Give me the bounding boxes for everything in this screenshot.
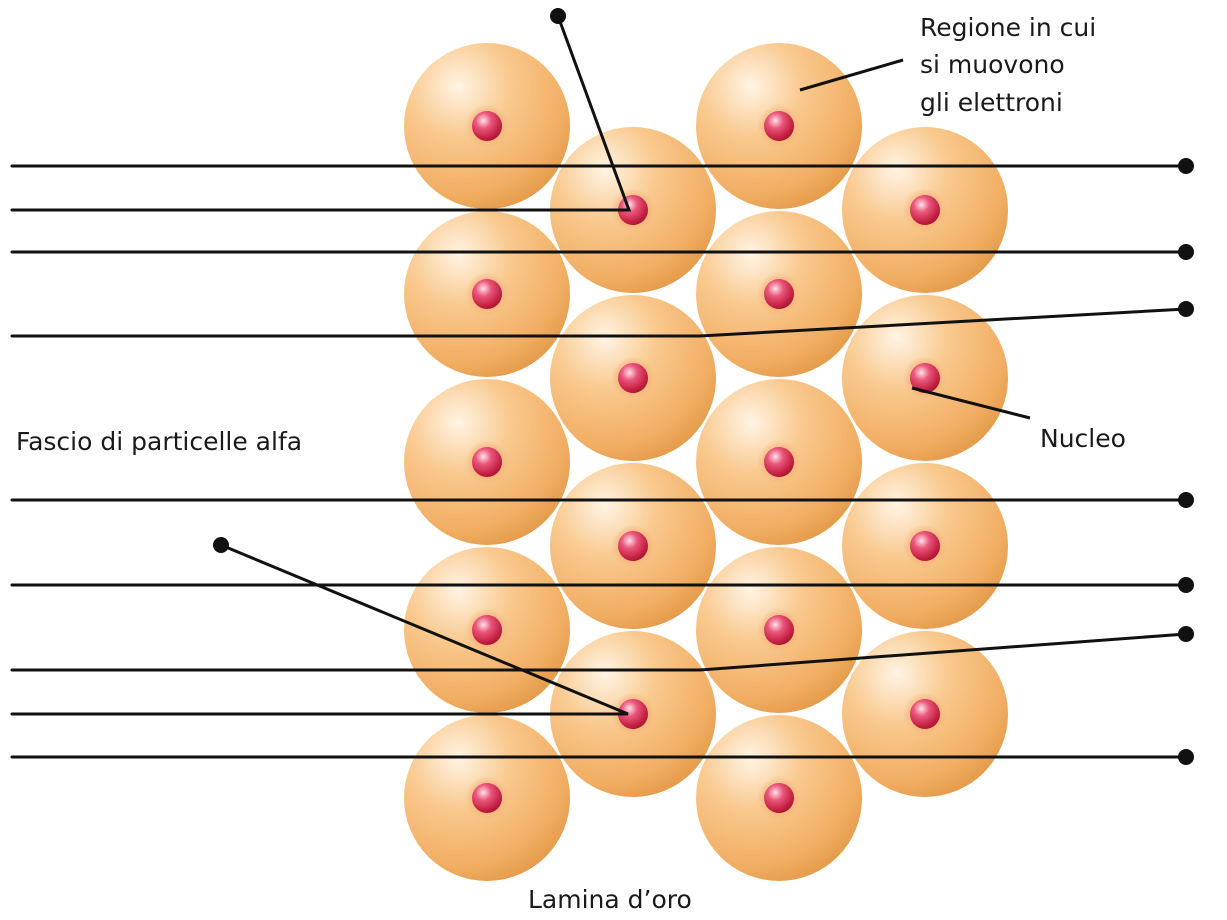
- gold-atom: [404, 379, 570, 545]
- label-electron-region: Regione in cui si muovono gli elettroni: [920, 13, 1096, 117]
- gold-atom: [696, 211, 862, 377]
- label-gold-foil: Lamina d’oro: [528, 885, 692, 914]
- particle-endpoint-dot: [550, 8, 566, 24]
- gold-atom: [550, 463, 716, 629]
- particle-endpoint-dot: [213, 537, 229, 553]
- gold-foil-atoms: [404, 43, 1008, 881]
- gold-atom: [696, 379, 862, 545]
- particle-endpoint-dot: [1178, 626, 1194, 642]
- label-nucleus: Nucleo: [1040, 424, 1126, 453]
- particle-endpoint-dot: [1178, 492, 1194, 508]
- nucleus: [764, 111, 794, 141]
- gold-atom: [696, 43, 862, 209]
- nucleus: [764, 279, 794, 309]
- gold-atom: [842, 463, 1008, 629]
- gold-atom: [404, 715, 570, 881]
- gold-atom: [404, 211, 570, 377]
- particle-endpoint-dot: [1178, 749, 1194, 765]
- nucleus: [472, 447, 502, 477]
- label-electron-region-line3: gli elettroni: [920, 88, 1063, 117]
- particle-endpoint-dot: [1178, 244, 1194, 260]
- nucleus: [472, 615, 502, 645]
- particle-endpoint-dot: [1178, 158, 1194, 174]
- nucleus: [764, 447, 794, 477]
- gold-atom: [404, 43, 570, 209]
- gold-atom: [550, 295, 716, 461]
- nucleus: [472, 111, 502, 141]
- gold-atom: [696, 715, 862, 881]
- label-alpha-beam: Fascio di particelle alfa: [16, 427, 302, 456]
- nucleus: [472, 783, 502, 813]
- nucleus: [910, 195, 940, 225]
- label-electron-region-line2: si muovono: [920, 50, 1065, 79]
- gold-atom: [696, 547, 862, 713]
- nucleus: [910, 531, 940, 561]
- nucleus: [618, 363, 648, 393]
- nucleus: [618, 531, 648, 561]
- gold-atom: [842, 631, 1008, 797]
- nucleus: [910, 699, 940, 729]
- nucleus: [472, 279, 502, 309]
- particle-endpoint-dot: [1178, 577, 1194, 593]
- nucleus: [764, 615, 794, 645]
- label-electron-region-line1: Regione in cui: [920, 13, 1096, 42]
- gold-atom: [842, 127, 1008, 293]
- particle-endpoint-dot: [1178, 301, 1194, 317]
- nucleus: [764, 783, 794, 813]
